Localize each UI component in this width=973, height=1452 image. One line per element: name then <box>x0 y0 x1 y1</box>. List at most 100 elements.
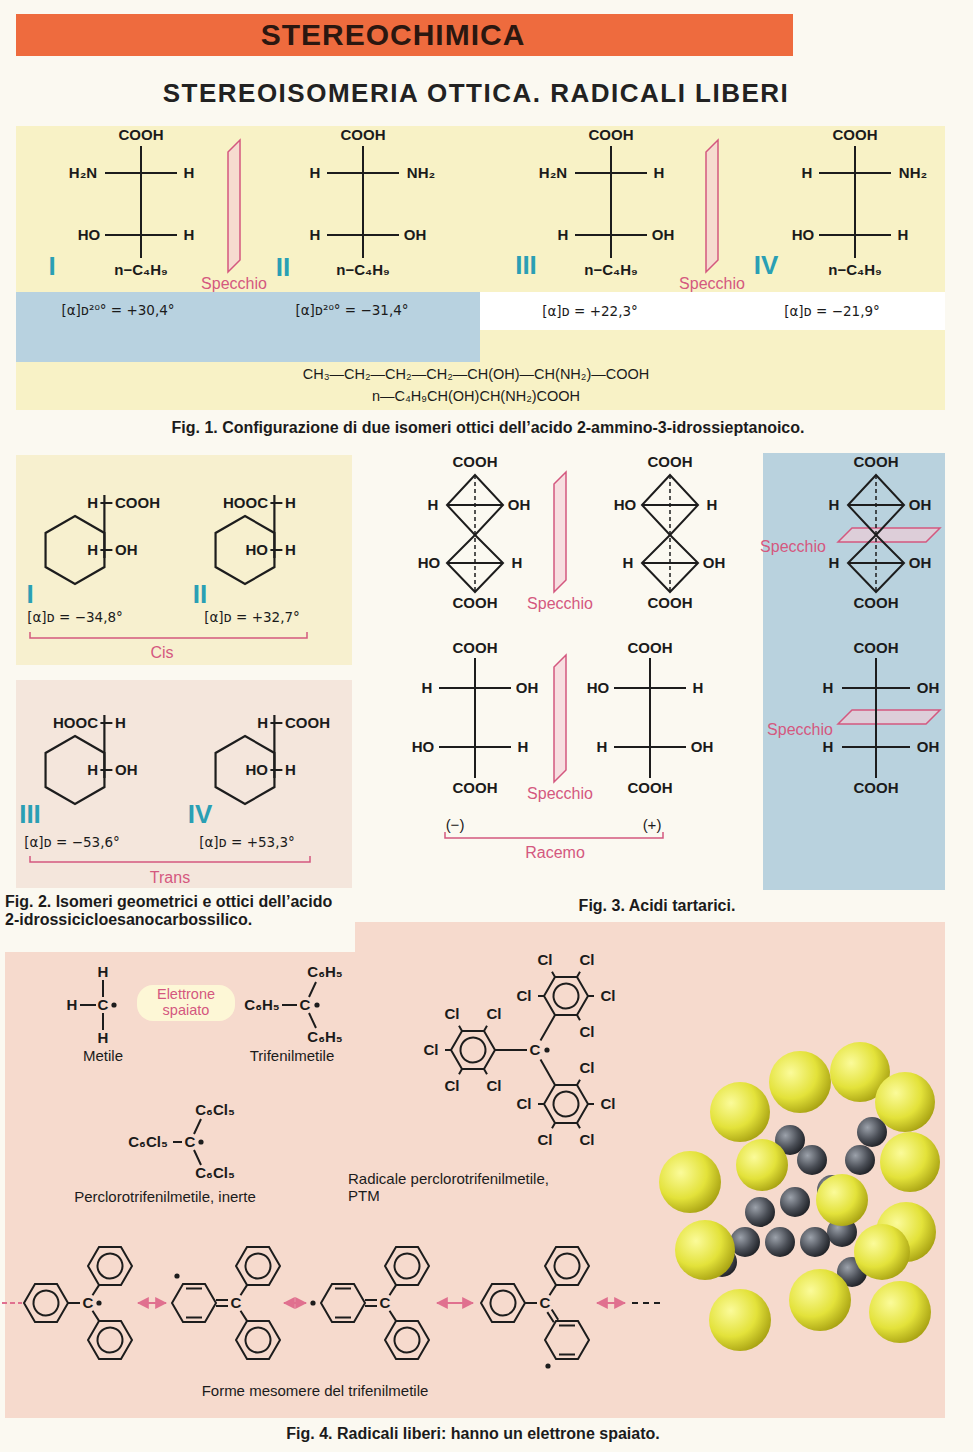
atom-symbol: H <box>823 679 834 696</box>
molecular-model <box>857 1117 887 1147</box>
atom-symbol: n−C₄H₉ <box>114 261 168 278</box>
optical-rotation: [α]ᴅ = −34,8° <box>27 610 123 626</box>
benzene-ring <box>495 1015 555 1085</box>
mirror-plane <box>706 140 718 272</box>
benzene-ring <box>445 967 594 1132</box>
atom-symbol: H <box>98 963 109 980</box>
atom-symbol: C <box>231 1294 242 1311</box>
unpaired-electron <box>544 1047 549 1052</box>
panel-ground <box>16 680 352 888</box>
atom-symbol: H <box>707 496 718 513</box>
pink-label: Specchio <box>201 275 267 293</box>
resonance-arrow <box>437 1302 473 1304</box>
isomer-numeral: IV <box>754 251 779 281</box>
fischer-bonds <box>842 658 910 778</box>
atom-symbol: OH <box>703 554 726 571</box>
atom-symbol: Cl <box>601 1095 616 1112</box>
atom-symbol: COOH <box>285 714 330 731</box>
atom-symbol: OH <box>917 738 940 755</box>
fischer-bonds <box>614 658 686 778</box>
optical-rotation: [α]ᴅ = +32,7° <box>204 610 300 626</box>
atom-symbol: H₂N <box>69 164 97 181</box>
group-bracket <box>30 632 663 862</box>
optical-rotation: [α]ᴅ = +53,3° <box>199 835 295 851</box>
fischer-bonds <box>327 146 399 258</box>
atom-symbol: OH <box>917 679 940 696</box>
rotation-band: [α]ᴅ²⁰° = +30,4° [α]ᴅ²⁰° = −31,4° <box>16 292 480 362</box>
fischer-bonds <box>105 146 177 258</box>
callout-pill: Elettrone spaiato <box>137 985 235 1021</box>
atom-symbol: H <box>693 679 704 696</box>
molecular-model <box>710 1082 770 1142</box>
atom-symbol: COOH <box>453 779 498 796</box>
molecular-model <box>880 1132 940 1192</box>
benzene-ring <box>539 1075 594 1132</box>
resonance-arrow <box>2 1302 625 1304</box>
mesomer-structure <box>216 1285 247 1321</box>
atom-symbol: C <box>98 996 109 1013</box>
callout-text: Elettrone spaiato <box>146 987 226 1019</box>
atom-symbol: OH <box>404 226 427 243</box>
mirror-plane <box>554 472 566 592</box>
atom-symbol: HO <box>412 738 435 755</box>
optical-rotation: [α]ᴅ²⁰° = +30,4° <box>61 302 174 318</box>
resonance-arrow <box>138 1302 166 1304</box>
tetrahedron-model <box>475 475 876 592</box>
atom-symbol: H₂N <box>539 164 567 181</box>
mesomer-structure <box>321 1284 365 1322</box>
mesomer-structure <box>632 1302 660 1304</box>
atom-symbol: COOH <box>341 126 386 143</box>
atom-symbol: C₆H₅ <box>244 996 279 1013</box>
cyclohexane-ring <box>270 495 282 558</box>
atom-symbol: Cl <box>538 1131 553 1148</box>
atom-symbol: COOH <box>115 494 160 511</box>
unpaired-electron <box>310 1300 315 1305</box>
pink-label: Specchio <box>760 538 826 556</box>
panel-ground <box>16 126 945 410</box>
structural-formula: CH₃—CH₂—CH₂—CH₂—CH(OH)—CH(NH₂)—COOH <box>303 366 650 383</box>
fischer-bonds <box>439 658 511 778</box>
atom-symbol: Cl <box>445 1005 460 1022</box>
molecular-model <box>869 1281 931 1343</box>
group-bracket <box>445 832 663 838</box>
mirror-plane <box>838 528 940 542</box>
mesomer-structure <box>83 1237 138 1294</box>
atom-symbol: COOH <box>589 126 634 143</box>
mesomer-structure <box>545 1321 589 1359</box>
fischer-bonds <box>819 146 891 258</box>
atom-symbol: H <box>829 496 840 513</box>
atom-symbol: HO <box>792 226 815 243</box>
atom-symbol: COOH <box>648 594 693 611</box>
resonance-arrow <box>2 1302 22 1304</box>
atom-symbol: COOH <box>648 453 693 470</box>
atom-symbol: H <box>422 679 433 696</box>
fischer-bonds <box>575 146 647 258</box>
mesomer-structure <box>540 1237 595 1294</box>
atom-symbol: Cl <box>517 987 532 1004</box>
isomer-numeral: III <box>515 251 537 281</box>
mesomer-structure <box>231 1237 286 1294</box>
atom-symbol: Cl <box>424 1041 439 1058</box>
pink-label: Specchio <box>679 275 745 293</box>
pink-label: Specchio <box>527 785 593 803</box>
atom-symbol: HO <box>246 761 269 778</box>
mesomer-structure <box>68 1285 99 1321</box>
cyclohexane-ring <box>100 715 112 778</box>
molecular-model <box>659 1151 721 1213</box>
atom-symbol: OH <box>115 541 138 558</box>
compound-name: Perclorotrifenilmetile, inerte <box>74 1188 256 1205</box>
cyclohexane-ring <box>100 495 112 558</box>
cyclohexane-ring <box>46 495 283 804</box>
optical-rotation: [α]ᴅ = −53,6° <box>24 835 120 851</box>
atom-symbol: H <box>285 541 296 558</box>
unpaired-electron <box>314 1002 319 1007</box>
atom-symbol: H <box>518 738 529 755</box>
molecular-model <box>709 1289 771 1351</box>
atom-symbol: C₆Cl₅ <box>195 1164 235 1181</box>
atom-symbol: COOH <box>628 779 673 796</box>
atom-symbol: OH <box>508 496 531 513</box>
atom-symbol: Cl <box>601 987 616 1004</box>
molecular-model <box>659 1042 940 1351</box>
optical-rotation: [α]ᴅ²⁰° = −31,4° <box>295 302 408 318</box>
isomer-numeral: I <box>26 580 33 610</box>
